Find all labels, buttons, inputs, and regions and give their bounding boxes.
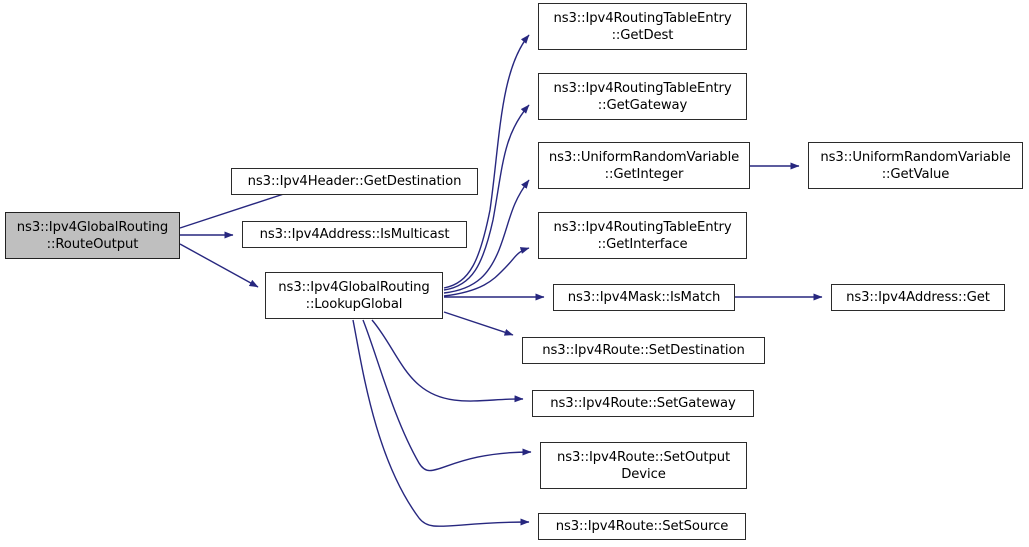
edge-lookup-global-to-set-gateway [371,319,524,403]
node-is-match[interactable]: ns3::Ipv4Mask::IsMatch [553,284,735,311]
node-get-value[interactable]: ns3::UniformRandomVariable ::GetValue [808,142,1023,189]
edge-lookup-global-to-get-gateway [443,104,530,291]
node-get-gateway[interactable]: ns3::Ipv4RoutingTableEntry ::GetGateway [538,73,747,120]
node-label-get-value: ns3::UniformRandomVariable ::GetValue [820,149,1011,182]
node-label-lookup-global: ns3::Ipv4GlobalRouting ::LookupGlobal [278,279,430,312]
node-route-output[interactable]: ns3::Ipv4GlobalRouting ::RouteOutput [5,212,180,259]
node-label-set-source: ns3::Ipv4Route::SetSource [555,519,729,534]
edge-lookup-global-to-get-interface [443,247,530,297]
node-set-output-device[interactable]: ns3::Ipv4Route::SetOutput Device [540,442,747,489]
node-label-is-match: ns3::Ipv4Mask::IsMatch [567,290,721,305]
node-label-get-gateway: ns3::Ipv4RoutingTableEntry ::GetGateway [553,80,732,113]
node-label-get-interface: ns3::Ipv4RoutingTableEntry ::GetInterfac… [553,219,732,252]
edge-lookup-global-to-set-destination [443,311,514,336]
node-label-ipv4address-get: ns3::Ipv4Address::Get [846,290,990,305]
node-label-set-destination: ns3::Ipv4Route::SetDestination [542,343,745,358]
node-lookup-global[interactable]: ns3::Ipv4GlobalRouting ::LookupGlobal [265,272,443,319]
edge-lookup-global-to-set-output-device [362,319,532,472]
node-label-set-output-device: ns3::Ipv4Route::SetOutput Device [556,449,731,482]
node-label-set-gateway: ns3::Ipv4Route::SetGateway [550,396,736,411]
node-set-source[interactable]: ns3::Ipv4Route::SetSource [538,513,746,540]
node-label-get-integer: ns3::UniformRandomVariable ::GetInteger [548,149,740,182]
edge-lookup-global-to-get-dest [443,34,530,289]
node-set-destination[interactable]: ns3::Ipv4Route::SetDestination [522,337,765,364]
node-get-dest[interactable]: ns3::Ipv4RoutingTableEntry ::GetDest [538,3,747,50]
node-label-get-dest: ns3::Ipv4RoutingTableEntry ::GetDest [553,10,732,43]
edge-lookup-global-to-set-source [352,319,530,528]
node-label-is-multicast: ns3::Ipv4Address::IsMulticast [259,227,450,242]
node-get-integer[interactable]: ns3::UniformRandomVariable ::GetInteger [538,142,750,189]
node-set-gateway[interactable]: ns3::Ipv4Route::SetGateway [532,390,754,417]
node-ipv4address-get[interactable]: ns3::Ipv4Address::Get [831,284,1005,311]
node-is-multicast[interactable]: ns3::Ipv4Address::IsMulticast [242,221,467,248]
node-label-route-output: ns3::Ipv4GlobalRouting ::RouteOutput [16,219,169,252]
node-get-destination[interactable]: ns3::Ipv4Header::GetDestination [231,168,478,195]
node-label-get-destination: ns3::Ipv4Header::GetDestination [247,174,462,189]
node-get-interface[interactable]: ns3::Ipv4RoutingTableEntry ::GetInterfac… [538,212,747,259]
edge-route-output-to-lookup-global [179,243,259,288]
